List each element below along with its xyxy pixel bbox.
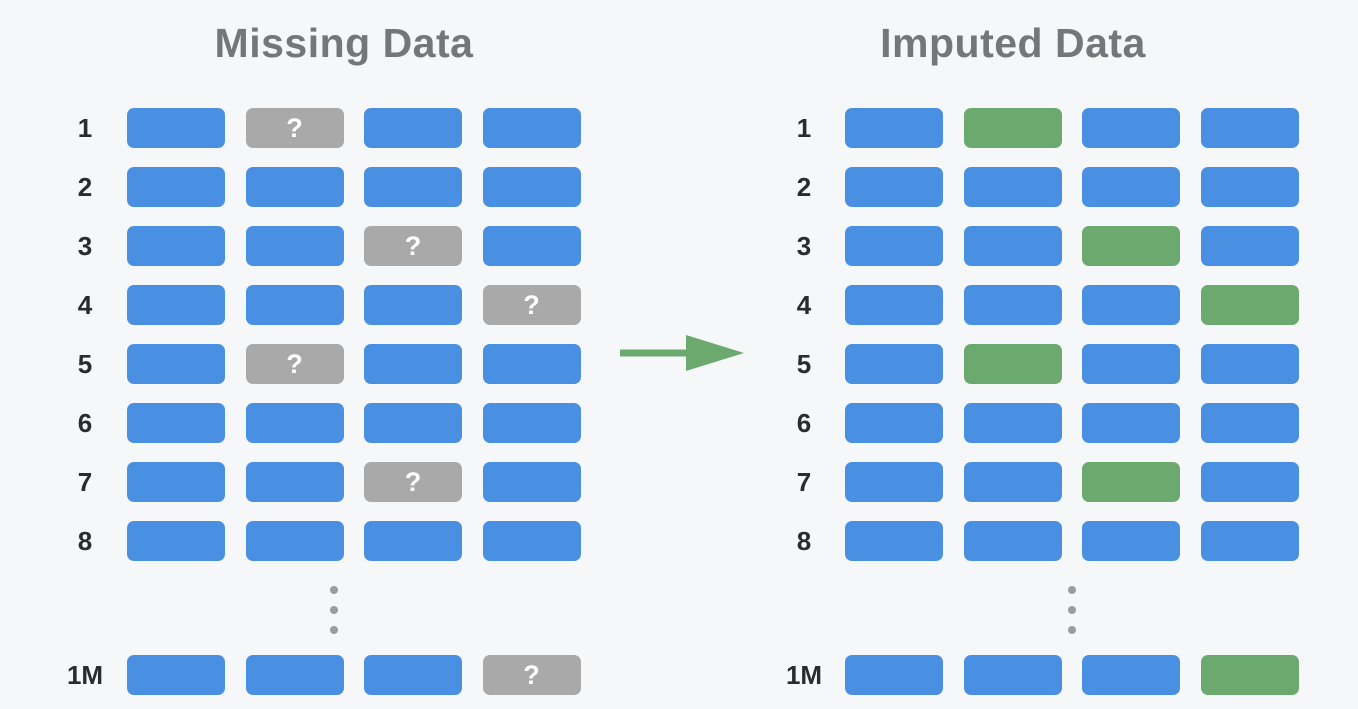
data-cell — [963, 226, 1062, 266]
row-label: 1M — [785, 660, 823, 690]
data-cell — [482, 344, 581, 384]
data-cell — [482, 403, 581, 443]
imputed-cell — [1200, 285, 1299, 325]
data-cell — [127, 167, 225, 207]
data-cell — [963, 167, 1062, 207]
row-label: 2 — [77, 172, 93, 202]
row-label: 8 — [77, 526, 93, 556]
row-label: 6 — [77, 408, 93, 438]
data-cell — [482, 462, 581, 502]
data-cell — [1082, 403, 1180, 443]
row-label: 7 — [77, 467, 93, 497]
data-cell — [364, 344, 462, 384]
row-label: 5 — [77, 349, 93, 379]
imputed-cell — [1082, 462, 1180, 502]
data-cell — [364, 285, 462, 325]
data-cell — [1200, 403, 1299, 443]
row-label: 8 — [796, 526, 812, 556]
imputed-cell — [963, 108, 1062, 148]
data-cell — [1082, 344, 1180, 384]
data-cell — [963, 655, 1062, 695]
row-label: 3 — [77, 231, 93, 261]
data-cell — [845, 521, 943, 561]
data-cell — [1200, 344, 1299, 384]
missing-cell: ? — [245, 344, 344, 384]
imputed-data-title: Imputed Data — [880, 20, 1146, 66]
data-cell — [1082, 521, 1180, 561]
row-label: 4 — [796, 290, 812, 320]
data-cell — [963, 462, 1062, 502]
imputed-cell — [1082, 226, 1180, 266]
row-label: 3 — [796, 231, 812, 261]
row-label: 6 — [796, 408, 812, 438]
row-label: 4 — [77, 290, 93, 320]
data-cell — [127, 344, 225, 384]
data-cell — [245, 403, 344, 443]
row-label: 7 — [796, 467, 812, 497]
data-cell — [364, 521, 462, 561]
data-cell — [482, 521, 581, 561]
data-cell — [845, 403, 943, 443]
data-cell — [482, 167, 581, 207]
missing-cell: ? — [364, 462, 462, 502]
data-cell — [845, 655, 943, 695]
ellipsis-dot — [1068, 606, 1076, 614]
data-cell — [245, 285, 344, 325]
ellipsis-dot — [330, 586, 338, 594]
row-label: 1M — [66, 660, 104, 690]
data-cell — [127, 655, 225, 695]
data-cell — [963, 285, 1062, 325]
missing-cell: ? — [364, 226, 462, 266]
data-cell — [845, 108, 943, 148]
data-cell — [1200, 108, 1299, 148]
ellipsis-dot — [330, 606, 338, 614]
data-cell — [245, 167, 344, 207]
data-cell — [1082, 285, 1180, 325]
data-cell — [845, 285, 943, 325]
data-cell — [1082, 108, 1180, 148]
data-cell — [245, 462, 344, 502]
data-cell — [364, 655, 462, 695]
imputed-cell — [1200, 655, 1299, 695]
data-cell — [127, 108, 225, 148]
right-arrow-icon — [620, 335, 744, 371]
data-cell — [1200, 521, 1299, 561]
data-cell — [1082, 167, 1180, 207]
ellipsis-dot — [1068, 626, 1076, 634]
data-cell — [963, 403, 1062, 443]
imputed-cell — [963, 344, 1062, 384]
data-cell — [127, 403, 225, 443]
data-cell — [127, 285, 225, 325]
data-cell — [364, 108, 462, 148]
data-cell — [364, 403, 462, 443]
data-cell — [1200, 167, 1299, 207]
data-cell — [845, 226, 943, 266]
data-cell — [127, 521, 225, 561]
data-cell — [127, 462, 225, 502]
missing-cell: ? — [245, 108, 344, 148]
row-label: 1 — [796, 113, 812, 143]
row-label: 1 — [77, 113, 93, 143]
row-label: 5 — [796, 349, 812, 379]
data-cell — [1082, 655, 1180, 695]
data-cell — [1200, 226, 1299, 266]
data-cell — [845, 167, 943, 207]
missing-cell: ? — [482, 285, 581, 325]
data-cell — [963, 521, 1062, 561]
missing-data-title: Missing Data — [214, 20, 474, 66]
ellipsis-dot — [1068, 586, 1076, 594]
data-cell — [245, 521, 344, 561]
ellipsis-dot — [330, 626, 338, 634]
data-cell — [845, 462, 943, 502]
row-label: 2 — [796, 172, 812, 202]
data-cell — [482, 226, 581, 266]
data-cell — [245, 226, 344, 266]
data-cell — [1200, 462, 1299, 502]
data-cell — [482, 108, 581, 148]
data-cell — [127, 226, 225, 266]
data-cell — [364, 167, 462, 207]
missing-cell: ? — [482, 655, 581, 695]
data-cell — [245, 655, 344, 695]
data-cell — [845, 344, 943, 384]
